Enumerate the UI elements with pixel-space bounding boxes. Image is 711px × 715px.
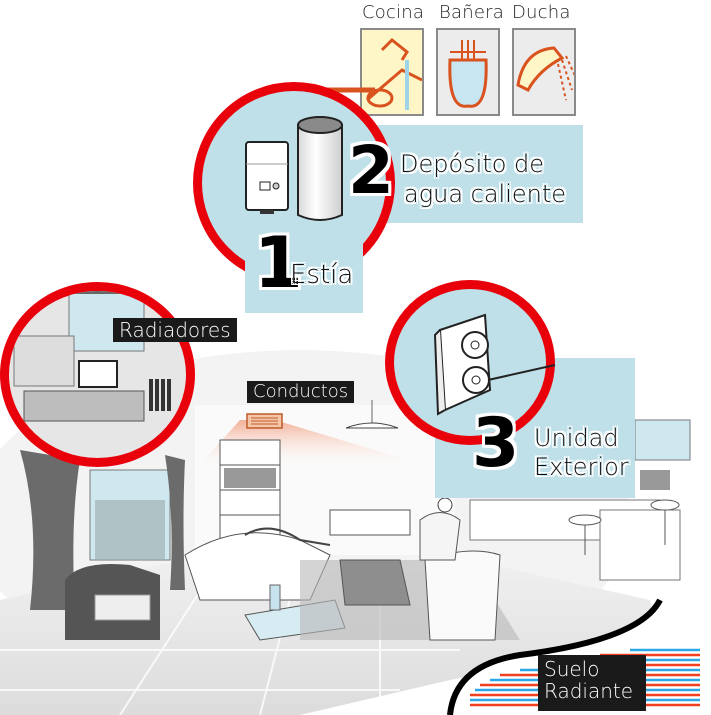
radiators-label: Radiadores bbox=[113, 318, 237, 342]
component-number-1: 1 bbox=[254, 222, 303, 304]
estia-label: Estía bbox=[290, 260, 354, 290]
estia-label-panel bbox=[245, 225, 363, 313]
component-number-3: 3 bbox=[472, 404, 520, 483]
underfloor-label-line1: Suelo bbox=[544, 657, 600, 681]
hydro-unit-icon bbox=[245, 141, 289, 214]
underfloor-label-line2: Radiante bbox=[544, 679, 634, 703]
outdoor-unit-icon bbox=[433, 313, 556, 416]
label-cocina: Cocina bbox=[362, 2, 425, 23]
bedroom-radiator-scene bbox=[13, 291, 171, 422]
ducts-label: Conductos bbox=[247, 381, 355, 403]
kitchen-sink-icon bbox=[360, 28, 424, 116]
tank-label-line2: agua caliente bbox=[404, 180, 567, 208]
bathtub-icon bbox=[436, 28, 500, 116]
outdoor-label-line2: Exterior bbox=[534, 453, 629, 481]
water-tank-icon bbox=[297, 116, 343, 221]
tank-label-line1: Depósito de bbox=[400, 150, 545, 178]
component-number-2: 2 bbox=[348, 132, 394, 209]
outdoor-label-line1: Unidad bbox=[534, 424, 619, 452]
underfloor-heating-label: Suelo Radiante bbox=[538, 655, 646, 711]
radiator-callout-ring bbox=[0, 282, 195, 467]
label-ducha: Ducha bbox=[512, 2, 571, 23]
label-banera: Bañera bbox=[439, 2, 504, 23]
shower-head-icon bbox=[512, 28, 576, 116]
